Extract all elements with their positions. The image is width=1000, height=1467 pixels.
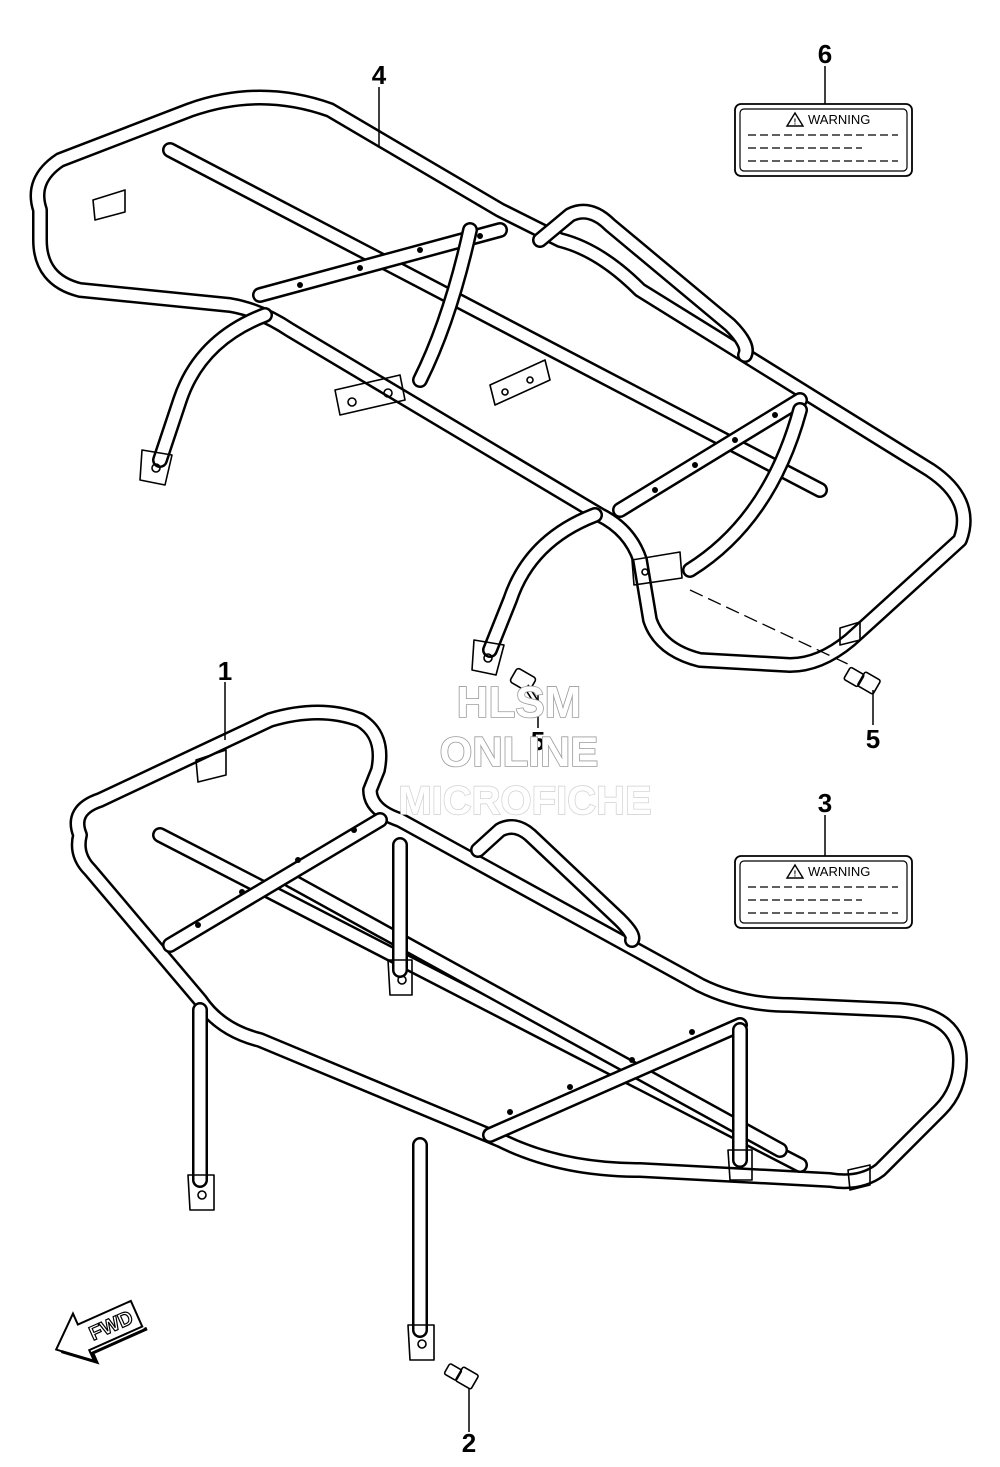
fwd-arrow-icon	[54, 1299, 144, 1363]
watermark-line-1: HLSM	[457, 678, 582, 727]
bolt-upper-left	[509, 667, 541, 707]
rear-carrier-part-4	[29, 89, 972, 676]
watermark-line-2: ONLINE	[440, 728, 599, 775]
callout-2: 2	[462, 1428, 476, 1458]
warning-label-part-3: ! WARNING	[734, 855, 913, 929]
callout-5-right: 5	[866, 724, 880, 754]
watermark-line-3: MICROFICHE	[398, 779, 651, 823]
bolt-lower	[443, 1363, 479, 1390]
callout-6: 6	[818, 39, 832, 69]
warning-triangle-icon	[785, 863, 805, 879]
callout-3: 3	[818, 788, 832, 818]
warning-triangle-icon	[785, 111, 805, 127]
fwd-arrow: FWD	[54, 1299, 148, 1365]
callout-5-left: 5	[531, 726, 545, 756]
front-carrier-part-1	[69, 704, 968, 1361]
callout-1: 1	[218, 656, 232, 686]
warning-label-text: WARNING	[808, 112, 870, 127]
warning-label-part-6: ! WARNING	[734, 103, 913, 177]
bolt-upper-right	[843, 666, 881, 695]
svg-text:!: !	[794, 870, 797, 879]
callout-4: 4	[372, 60, 387, 90]
warning-label-text: WARNING	[808, 864, 870, 879]
svg-text:!: !	[794, 118, 797, 127]
